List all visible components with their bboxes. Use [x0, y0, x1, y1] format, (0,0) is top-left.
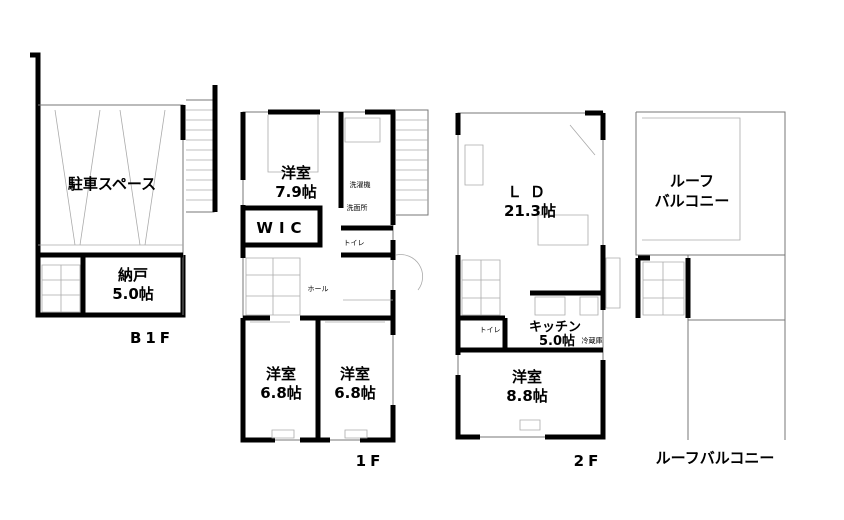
ld-size: 21.3帖 — [504, 202, 556, 220]
hall-label: ホール — [308, 285, 329, 293]
1f-bedroom-top-size: 7.9帖 — [275, 183, 317, 201]
1f-floor-label: 1F — [356, 452, 385, 470]
b1f-floor-label: B1F — [130, 329, 174, 347]
1f-toilet-label: トイレ — [344, 239, 365, 247]
1f-bedroom-left-label: 洋室 — [266, 365, 296, 383]
parking-space-label: 駐車スペース — [68, 175, 156, 193]
2f-plan: ＬＤ 21.3帖 トイレ キッチン 5.0帖 冷蔵庫 洋室 8.8帖 2F — [455, 110, 621, 470]
washroom-label: 洗面所 — [347, 203, 368, 212]
1f-bedroom-left-size: 6.8帖 — [260, 384, 302, 402]
2f-floor-label: 2F — [574, 452, 603, 470]
1f-bedroom-right-label: 洋室 — [340, 365, 370, 383]
1f-plan: 洋室 7.9帖 WIC 洗濯機 洗面所 トイレ ホール 洋室 6.8帖 洋室 6… — [240, 109, 429, 470]
ld-label: ＬＤ — [507, 183, 553, 201]
washer-label: 洗濯機 — [350, 180, 371, 189]
1f-bedroom-right-size: 6.8帖 — [334, 384, 376, 402]
1f-bedroom-top-label: 洋室 — [281, 164, 311, 182]
roof-balcony-line1: ルーフ — [670, 172, 714, 190]
fridge-label: 冷蔵庫 — [582, 336, 603, 345]
roof-balcony-line2: バルコニー — [655, 192, 730, 210]
kitchen-size: 5.0帖 — [539, 333, 575, 349]
roof-plan: ルーフ バルコニー ルーフバルコニー — [635, 111, 786, 467]
b1f-stairs — [41, 85, 218, 313]
wic-label: WIC — [256, 219, 307, 237]
2f-bedroom-size: 8.8帖 — [506, 387, 548, 405]
b1f-plan: 駐車スペース 納戸 5.0帖 B1F — [30, 52, 218, 347]
kitchen-label: キッチン — [529, 320, 581, 335]
storage-size: 5.0帖 — [112, 285, 154, 303]
2f-bedroom-label: 洋室 — [512, 368, 542, 386]
roof-floor-label: ルーフバルコニー — [656, 449, 775, 467]
2f-toilet-label: トイレ — [480, 326, 501, 334]
storage-label: 納戸 — [118, 266, 148, 284]
